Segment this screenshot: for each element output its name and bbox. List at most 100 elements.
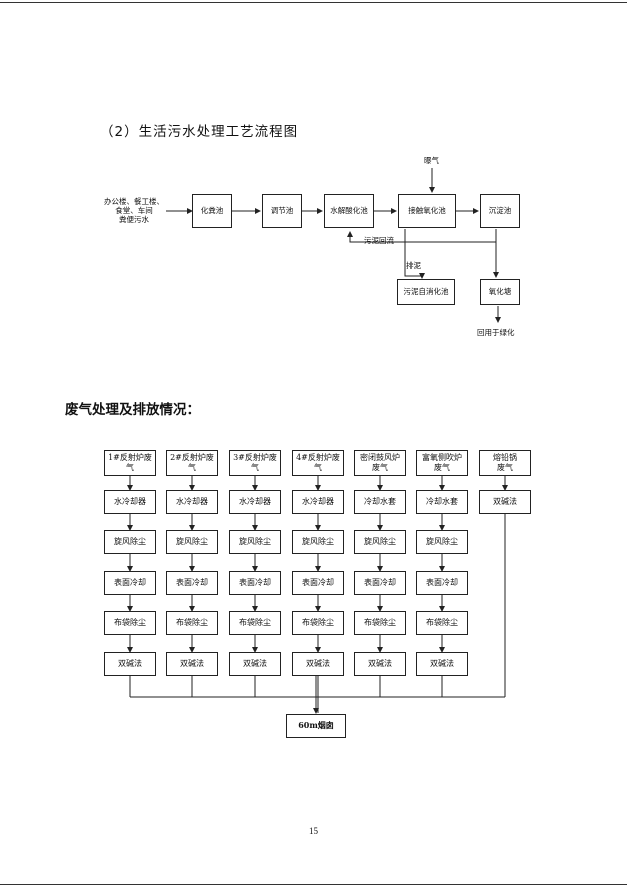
- gas-step-label: 旋风除尘: [426, 537, 458, 547]
- gas-step-label: 水冷却器: [176, 497, 208, 507]
- gas-step-label: 旋风除尘: [239, 537, 271, 547]
- gas-step-label: 双碱法: [180, 659, 204, 669]
- gas-step-box: 旋风除尘: [104, 530, 156, 554]
- gas-step-label: 双碱法: [118, 659, 142, 669]
- sludge-digestion-box: 污泥自消化池: [397, 279, 455, 305]
- bottom-rule: [0, 884, 627, 885]
- gas-step-box: 表面冷却: [416, 571, 468, 595]
- gas-step-label: 布袋除尘: [426, 618, 458, 628]
- septic-tank-box: 化粪池: [192, 194, 232, 228]
- gas-step-box: 旋风除尘: [229, 530, 281, 554]
- gas-step-box: 冷却水套: [416, 490, 468, 514]
- gas-step-box: 双碱法: [479, 490, 531, 514]
- gas-step-box: 水冷却器: [229, 490, 281, 514]
- gas-step-label: 旋风除尘: [364, 537, 396, 547]
- gas-source-box: 2#反射炉废气: [166, 450, 218, 476]
- gas-step-box: 水冷却器: [166, 490, 218, 514]
- septic-tank-label: 化粪池: [200, 205, 224, 215]
- gas-step-label: 双碱法: [430, 659, 454, 669]
- gas-step-box: 双碱法: [229, 652, 281, 676]
- gas-step-box: 表面冷却: [354, 571, 406, 595]
- gas-source-label: 4#反射炉废气: [296, 453, 340, 472]
- gas-step-label: 水冷却器: [114, 497, 146, 507]
- gas-source-box: 熔铅锅 废气: [479, 450, 531, 476]
- gas-source-label: 密闭鼓风炉 废气: [360, 453, 400, 472]
- gas-step-label: 冷却水套: [426, 497, 458, 507]
- gas-step-label: 双碱法: [243, 659, 267, 669]
- sewage-flow-heading: （2）生活污水处理工艺流程图: [100, 124, 299, 140]
- gas-step-box: 布袋除尘: [229, 611, 281, 635]
- aeration-label: 曝气: [424, 156, 439, 165]
- contact-oxidation-box: 接触氧化池: [398, 194, 456, 228]
- sewage-source-label: 办公楼、餐工楼、 食堂、车间 粪便污水: [104, 197, 164, 224]
- sludge-discharge-label: 排泥: [406, 261, 421, 270]
- top-rule: [0, 2, 627, 3]
- gas-source-box: 密闭鼓风炉 废气: [354, 450, 406, 476]
- stack-label: 60m烟囱: [298, 720, 334, 731]
- gas-step-label: 表面冷却: [302, 578, 334, 588]
- gas-step-label: 表面冷却: [176, 578, 208, 588]
- gas-step-box: 布袋除尘: [416, 611, 468, 635]
- adjust-tank-box: 调节池: [262, 194, 302, 228]
- gas-step-box: 旋风除尘: [416, 530, 468, 554]
- greening-reuse-label: 回用于绿化: [477, 328, 515, 337]
- oxidation-pond-box: 氧化塘: [480, 279, 520, 305]
- gas-step-box: 双碱法: [354, 652, 406, 676]
- gas-step-label: 表面冷却: [239, 578, 271, 588]
- gas-step-label: 布袋除尘: [114, 618, 146, 628]
- page-number: 15: [309, 826, 318, 836]
- gas-step-box: 布袋除尘: [292, 611, 344, 635]
- gas-source-label: 3#反射炉废气: [233, 453, 277, 472]
- settling-tank-label: 沉淀池: [488, 205, 512, 215]
- gas-step-label: 双碱法: [493, 497, 517, 507]
- oxidation-pond-label: 氧化塘: [488, 286, 512, 296]
- gas-step-box: 双碱法: [416, 652, 468, 676]
- adjust-tank-label: 调节池: [270, 205, 294, 215]
- hydrolysis-tank-box: 水解酸化池: [324, 194, 374, 228]
- gas-step-box: 表面冷却: [229, 571, 281, 595]
- gas-step-label: 旋风除尘: [176, 537, 208, 547]
- gas-step-box: 双碱法: [292, 652, 344, 676]
- gas-step-label: 表面冷却: [114, 578, 146, 588]
- gas-source-box: 富氧侧吹炉 废气: [416, 450, 468, 476]
- settling-tank-box: 沉淀池: [480, 194, 520, 228]
- gas-step-label: 布袋除尘: [176, 618, 208, 628]
- gas-step-box: 布袋除尘: [354, 611, 406, 635]
- gas-source-label: 1#反射炉废气: [108, 453, 152, 472]
- gas-source-box: 3#反射炉废气: [229, 450, 281, 476]
- gas-step-label: 旋风除尘: [302, 537, 334, 547]
- stack-box: 60m烟囱: [286, 714, 346, 738]
- gas-source-label: 熔铅锅 废气: [493, 453, 517, 472]
- gas-step-box: 旋风除尘: [292, 530, 344, 554]
- sludge-digestion-label: 污泥自消化池: [403, 286, 449, 296]
- gas-source-box: 1#反射炉废气: [104, 450, 156, 476]
- gas-step-box: 表面冷却: [292, 571, 344, 595]
- gas-step-label: 表面冷却: [364, 578, 396, 588]
- gas-step-label: 冷却水套: [364, 497, 396, 507]
- gas-source-label: 富氧侧吹炉 废气: [422, 453, 462, 472]
- gas-step-box: 旋风除尘: [354, 530, 406, 554]
- gas-step-box: 布袋除尘: [104, 611, 156, 635]
- gas-step-box: 冷却水套: [354, 490, 406, 514]
- gas-step-label: 布袋除尘: [239, 618, 271, 628]
- gas-step-box: 双碱法: [104, 652, 156, 676]
- gas-step-label: 表面冷却: [426, 578, 458, 588]
- gas-step-box: 水冷却器: [292, 490, 344, 514]
- hydrolysis-tank-label: 水解酸化池: [330, 205, 368, 215]
- gas-step-label: 布袋除尘: [364, 618, 396, 628]
- gas-source-box: 4#反射炉废气: [292, 450, 344, 476]
- gas-step-label: 水冷却器: [302, 497, 334, 507]
- gas-step-label: 双碱法: [368, 659, 392, 669]
- gas-step-label: 双碱法: [306, 659, 330, 669]
- gas-treatment-heading: 废气处理及排放情况：: [65, 402, 200, 418]
- gas-step-box: 旋风除尘: [166, 530, 218, 554]
- gas-step-box: 水冷却器: [104, 490, 156, 514]
- gas-step-box: 表面冷却: [104, 571, 156, 595]
- gas-step-label: 布袋除尘: [302, 618, 334, 628]
- gas-step-box: 布袋除尘: [166, 611, 218, 635]
- contact-oxidation-label: 接触氧化池: [408, 205, 446, 215]
- gas-source-label: 2#反射炉废气: [170, 453, 214, 472]
- gas-step-label: 旋风除尘: [114, 537, 146, 547]
